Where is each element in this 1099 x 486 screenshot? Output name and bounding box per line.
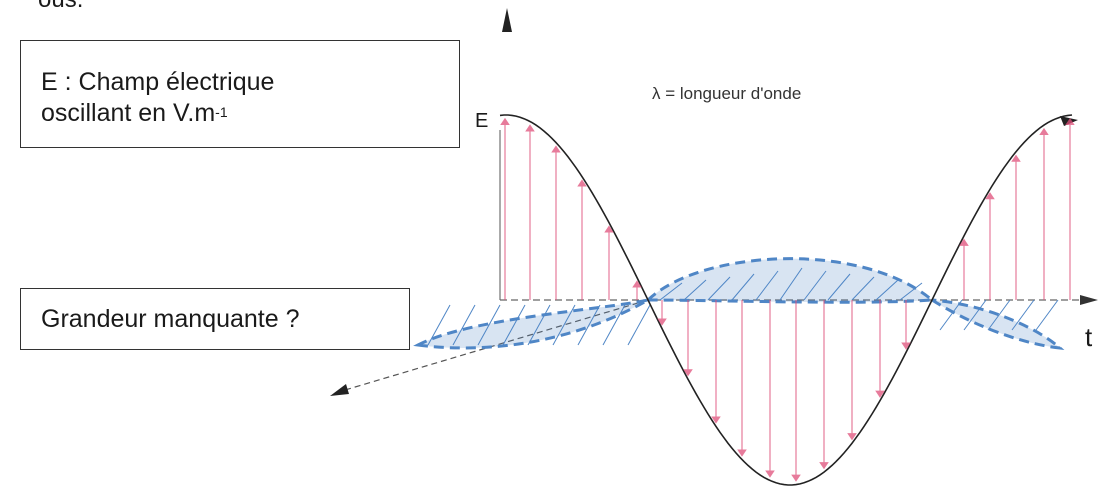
magnetic-hatch: [899, 282, 923, 301]
magnetic-lobe-middle: [644, 257, 936, 304]
magnetic-hatch: [477, 304, 501, 346]
electric-field-line1: E : Champ électrique: [41, 68, 275, 96]
magnetic-hatch: [1011, 299, 1035, 331]
magnetic-hatch: [602, 304, 626, 346]
wavelength-label: λ = longueur d'onde: [652, 84, 802, 103]
top-text-fragment: ous.: [38, 0, 83, 14]
electric-field-curve: [499, 114, 1073, 486]
electric-curve-arrowhead: [1060, 116, 1078, 126]
magnetic-hatch: [552, 304, 576, 346]
magnetic-hatch: [527, 304, 551, 346]
magnetic-hatch: [755, 270, 779, 301]
missing-quantity-label: Grandeur manquante ?: [41, 305, 300, 333]
b-axis-line: [344, 299, 649, 391]
missing-quantity-box: Grandeur manquante ?: [20, 288, 410, 350]
t-axis-label: t: [1085, 322, 1093, 352]
magnetic-hatch: [427, 304, 451, 346]
vertical-axis-arrowhead: [502, 8, 512, 32]
magnetic-hatch: [683, 279, 707, 301]
magnetic-hatch: [779, 267, 803, 301]
magnetic-hatch: [502, 304, 526, 346]
magnetic-hatch: [1035, 299, 1059, 331]
electric-field-exponent: -1: [215, 104, 228, 120]
magnetic-hatch: [731, 273, 755, 301]
magnetic-hatch: [827, 273, 851, 301]
magnetic-hatch: [851, 276, 875, 301]
magnetic-hatch: [577, 304, 601, 346]
magnetic-hatch: [659, 282, 683, 301]
magnetic-lobe-right: [931, 298, 1065, 350]
magnetic-hatch: [875, 279, 899, 301]
electric-field-unit: oscillant en V.m: [41, 99, 216, 127]
magnetic-hatch: [987, 299, 1011, 331]
b-axis-arrowhead: [330, 384, 349, 396]
t-axis-arrowhead: [1080, 295, 1098, 305]
magnetic-lobe-left: [413, 298, 649, 350]
magnetic-hatch: [627, 304, 651, 346]
magnetic-hatch: [939, 299, 963, 331]
magnetic-hatch: [452, 304, 476, 346]
electric-field-box: E : Champ électrique oscillant en V.m-1: [20, 40, 460, 148]
electric-field-line2: oscillant en V.m-1: [41, 98, 459, 132]
magnetic-hatch: [707, 276, 731, 301]
magnetic-hatch: [963, 299, 987, 331]
magnetic-hatch: [803, 270, 827, 301]
e-axis-label: E: [475, 110, 489, 132]
